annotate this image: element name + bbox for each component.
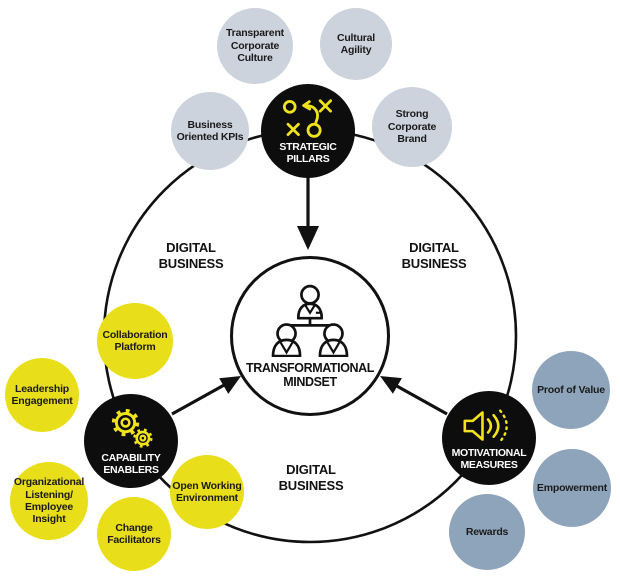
ring-label-digital-business-bottom: DIGITAL BUSINESS (278, 462, 344, 494)
center-label: TRANSFORMATIONAL MINDSET (245, 360, 375, 389)
ring-label-digital-business-right: DIGITAL BUSINESS (401, 240, 467, 272)
org-chart-icon (271, 284, 349, 357)
center-transformational-mindset: TRANSFORMATIONAL MINDSET (230, 256, 390, 416)
hub-label: STRATEGIC PILLARS (279, 140, 337, 165)
satellite-collaboration-platform: Collaboration Platform (97, 303, 173, 379)
arrow-motivational-to-center (380, 376, 448, 416)
gears-icon (111, 408, 153, 448)
satellite-business-oriented-kpis: Business Oriented KPIs (171, 92, 249, 170)
hub-label: MOTIVATIONAL MEASURES (451, 446, 527, 471)
ring-label-digital-business-left: DIGITAL BUSINESS (158, 240, 224, 272)
satellite-label: Transparent Corporate Culture (226, 27, 284, 65)
arrow-strategic-to-center (297, 177, 319, 250)
satellite-transparent-corporate-culture: Transparent Corporate Culture (217, 8, 293, 84)
hub-motivational-measures: MOTIVATIONAL MEASURES (442, 391, 536, 485)
satellite-open-working-environment: Open Working Environment (170, 455, 244, 529)
satellite-strong-corporate-brand: Strong Corporate Brand (372, 87, 452, 167)
satellite-label: Proof of Value (537, 383, 605, 396)
satellite-proof-of-value: Proof of Value (532, 351, 610, 429)
satellite-label: Organizational Listening/ Employee Insig… (13, 476, 85, 526)
hub-capability-enablers: CAPABILITY ENABLERS (84, 394, 178, 488)
satellite-empowerment: Empowerment (533, 449, 611, 527)
satellite-label: Strong Corporate Brand (387, 108, 437, 146)
satellite-cultural-agility: Cultural Agility (320, 8, 392, 80)
hub-label: CAPABILITY ENABLERS (101, 451, 161, 476)
satellite-label: Rewards (465, 525, 509, 538)
satellite-change-facilitators: Change Facilitators (97, 497, 171, 571)
satellite-label: Empowerment (536, 481, 608, 494)
satellite-organizational-listening-employee-insight: Organizational Listening/ Employee Insig… (10, 462, 88, 540)
satellite-label: Leadership Engagement (11, 382, 73, 407)
arrow-capability-to-center (171, 376, 241, 416)
satellite-label: Change Facilitators (107, 521, 161, 546)
hub-strategic-pillars: STRATEGIC PILLARS (261, 84, 355, 178)
satellite-label: Collaboration Platform (102, 328, 168, 353)
megaphone-icon (463, 409, 508, 443)
satellite-label: Open Working Environment (172, 479, 242, 504)
satellite-label: Cultural Agility (336, 31, 376, 56)
satellite-label: Business Oriented KPIs (176, 118, 244, 143)
satellite-rewards: Rewards (449, 494, 525, 570)
satellite-leadership-engagement: Leadership Engagement (5, 358, 79, 432)
strategy-icon (282, 99, 332, 138)
